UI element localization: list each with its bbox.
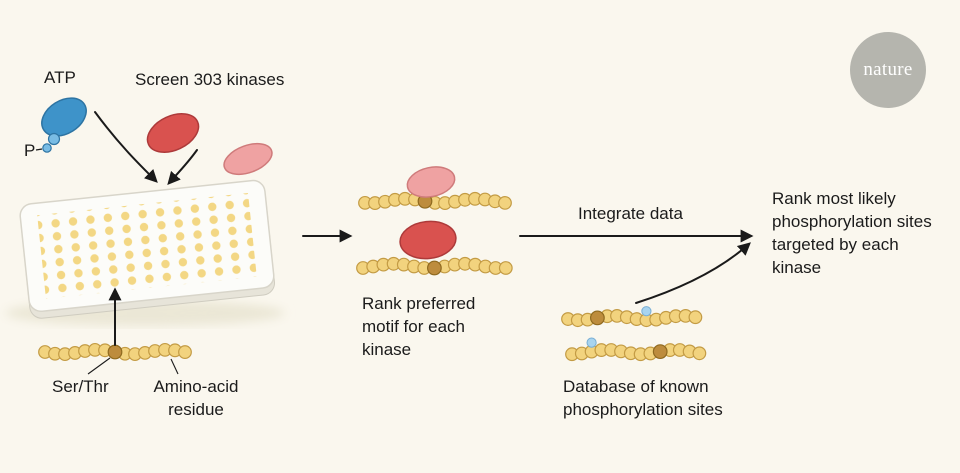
arrow-kinase-to-plate [167, 149, 198, 185]
atp-molecule-icon [35, 97, 87, 153]
amino-acid-label: Amino-acid residue [153, 377, 239, 419]
ser-thr-label: Ser/Thr [52, 377, 109, 396]
arrow-atp-to-plate [94, 111, 158, 183]
screen-kinases-label: Screen 303 kinases [135, 70, 285, 89]
flow-arrows [94, 111, 754, 346]
integrate-data-label: Integrate data [578, 204, 683, 223]
phosphate-label: P [24, 141, 36, 160]
atp-label: ATP [44, 68, 76, 87]
database-label: Database of known phosphorylation sites [563, 377, 723, 419]
kinase-blobs-icon [146, 113, 273, 176]
nature-logo-text: nature [863, 59, 913, 80]
rank-motif-label: Rank preferred motif for each kinase [362, 294, 476, 359]
nature-logo: nature [850, 32, 926, 108]
plate-wells [37, 193, 257, 299]
label-connectors [87, 357, 179, 375]
rank-sites-label: Rank most likely phosphorylation sites t… [772, 189, 932, 277]
peptide-chains [38, 191, 707, 362]
kinase-on-peptide-icon [399, 166, 457, 260]
arrow-database-to-integrate [635, 242, 751, 304]
well-plate [19, 179, 276, 319]
